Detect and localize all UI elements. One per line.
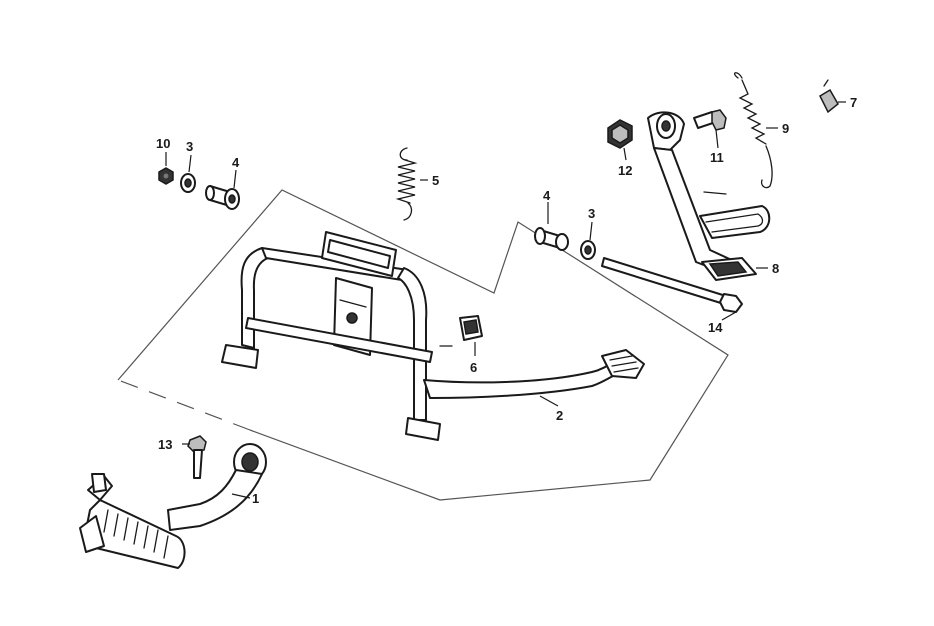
part-5-spring	[395, 147, 418, 221]
part-4-bushing-right	[534, 227, 569, 251]
part-7-clip	[819, 79, 839, 114]
callout-13: 13	[158, 437, 172, 452]
part-9-spring	[734, 72, 773, 189]
assembly-boundary	[117, 189, 729, 501]
callout-2: 2	[556, 408, 563, 423]
callout-10: 10	[156, 136, 170, 151]
callout-7: 7	[850, 95, 857, 110]
callout-5: 5	[432, 173, 439, 188]
part-4-bushing-left	[205, 185, 240, 210]
part-13-bolt	[187, 435, 207, 479]
part-12-nut	[607, 119, 633, 149]
part-8-side-stand	[647, 111, 771, 281]
part-2-main-stand	[221, 231, 645, 441]
leader-lines	[165, 101, 846, 499]
callout-4-right: 4	[543, 188, 551, 203]
callout-11: 11	[710, 150, 724, 165]
callout-labels: 1 2 3 3 4 4 5 6 7 8 9 10 11 12 13 14	[156, 95, 857, 506]
part-3-washer-left	[180, 173, 196, 193]
callout-6: 6	[470, 360, 477, 375]
part-10-nut	[158, 167, 174, 185]
callout-9: 9	[782, 121, 789, 136]
part-6-stopper	[459, 315, 483, 341]
callout-1: 1	[252, 491, 259, 506]
callout-3-right: 3	[588, 206, 595, 221]
callout-8: 8	[772, 261, 779, 276]
callout-3-left: 3	[186, 139, 193, 154]
part-3-washer-right	[580, 240, 596, 260]
part-11-bolt	[693, 109, 727, 131]
callout-12: 12	[618, 163, 632, 178]
part-14-pivot-bolt	[601, 257, 743, 313]
grip-ribs	[103, 509, 169, 559]
part-1-kick-lever	[79, 443, 267, 569]
callout-4-left: 4	[232, 155, 240, 170]
callout-14: 14	[708, 320, 723, 335]
